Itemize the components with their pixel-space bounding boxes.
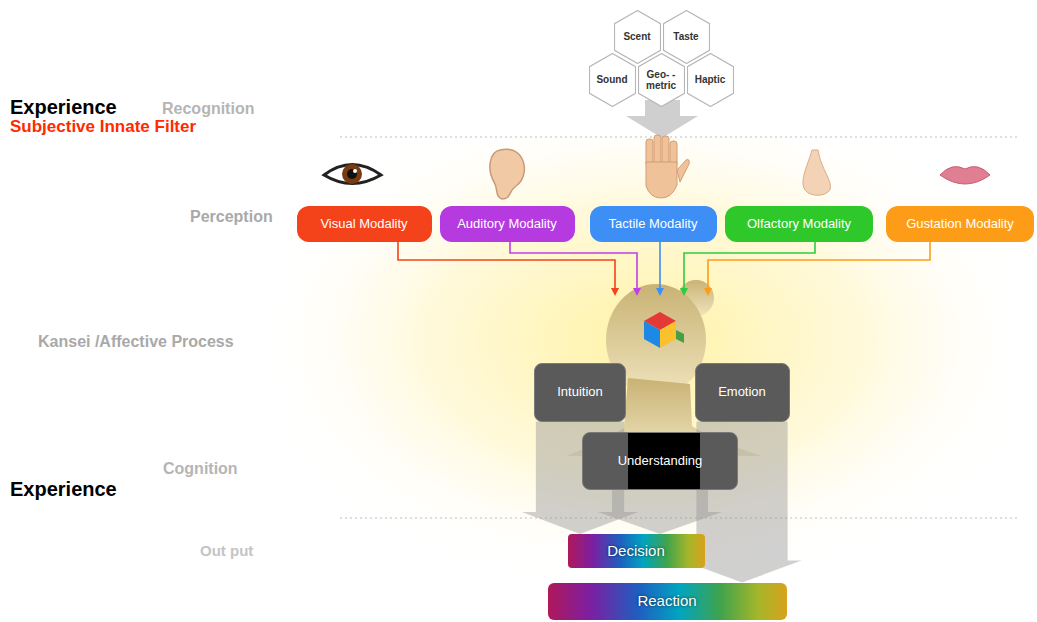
arrowhead — [656, 288, 664, 296]
arrowhead — [704, 288, 712, 296]
row-label: Kansei /Affective Process — [38, 333, 234, 351]
modality-arrows — [398, 242, 930, 296]
node-text: Scent — [623, 31, 650, 43]
node-text: Tactile Modality — [609, 216, 698, 232]
process-box: Understanding — [582, 432, 738, 490]
arrowhead — [680, 288, 688, 296]
modality-box: Visual Modality — [297, 206, 432, 242]
modality-line — [684, 242, 815, 290]
arrowhead — [633, 288, 641, 296]
modality-box: Auditory Modality — [440, 206, 575, 242]
output-bar: Reaction — [548, 583, 787, 620]
node-text: Understanding — [618, 453, 703, 469]
node-text: Sound — [596, 74, 627, 86]
modality-box: Tactile Modality — [590, 206, 717, 242]
ear-icon — [490, 149, 524, 199]
modality-line — [708, 242, 930, 290]
node-text: Visual Modality — [320, 216, 407, 232]
hexagon-node: Scent — [614, 10, 661, 64]
hexagon-node: Geo- -metric — [638, 53, 685, 107]
row-label: Perception — [190, 208, 273, 226]
modality-line — [398, 242, 615, 290]
row-label: Experience — [10, 478, 117, 501]
row-label: Cognition — [163, 460, 238, 478]
process-box: Intuition — [534, 363, 626, 422]
node-text: Intuition — [557, 384, 603, 400]
row-label: Out put — [200, 542, 253, 559]
node-text: Reaction — [637, 592, 696, 610]
node-text: Taste — [673, 31, 698, 43]
process-box: Emotion — [695, 363, 790, 422]
row-label: Experience — [10, 96, 117, 119]
node-text: Auditory Modality — [457, 216, 557, 232]
node-text: Olfactory Modality — [747, 216, 851, 232]
node-text: Gustation Modality — [906, 216, 1014, 232]
output-bar: Decision — [568, 534, 705, 568]
node-text: Geo- -metric — [642, 69, 680, 92]
cube-icon — [644, 312, 684, 348]
eye-icon — [324, 164, 381, 184]
dotted-divider — [340, 136, 1020, 137]
modality-line — [659, 242, 661, 290]
hexagon-node: Haptic — [687, 53, 734, 107]
row-label: Subjective Innate Filter — [10, 117, 196, 137]
modality-line — [510, 242, 637, 290]
node-text: Haptic — [695, 74, 726, 86]
lips-icon — [940, 167, 990, 184]
row-label: Recognition — [162, 100, 254, 118]
modality-box: Olfactory Modality — [725, 206, 873, 242]
arrowhead — [611, 288, 619, 296]
hexagon-node: Taste — [663, 10, 710, 64]
node-text: Decision — [607, 542, 665, 560]
hand-icon — [646, 135, 689, 198]
nose-icon — [803, 150, 830, 195]
hexagon-node: Sound — [589, 53, 636, 107]
modality-box: Gustation Modality — [886, 206, 1034, 242]
node-text: Emotion — [718, 384, 766, 400]
